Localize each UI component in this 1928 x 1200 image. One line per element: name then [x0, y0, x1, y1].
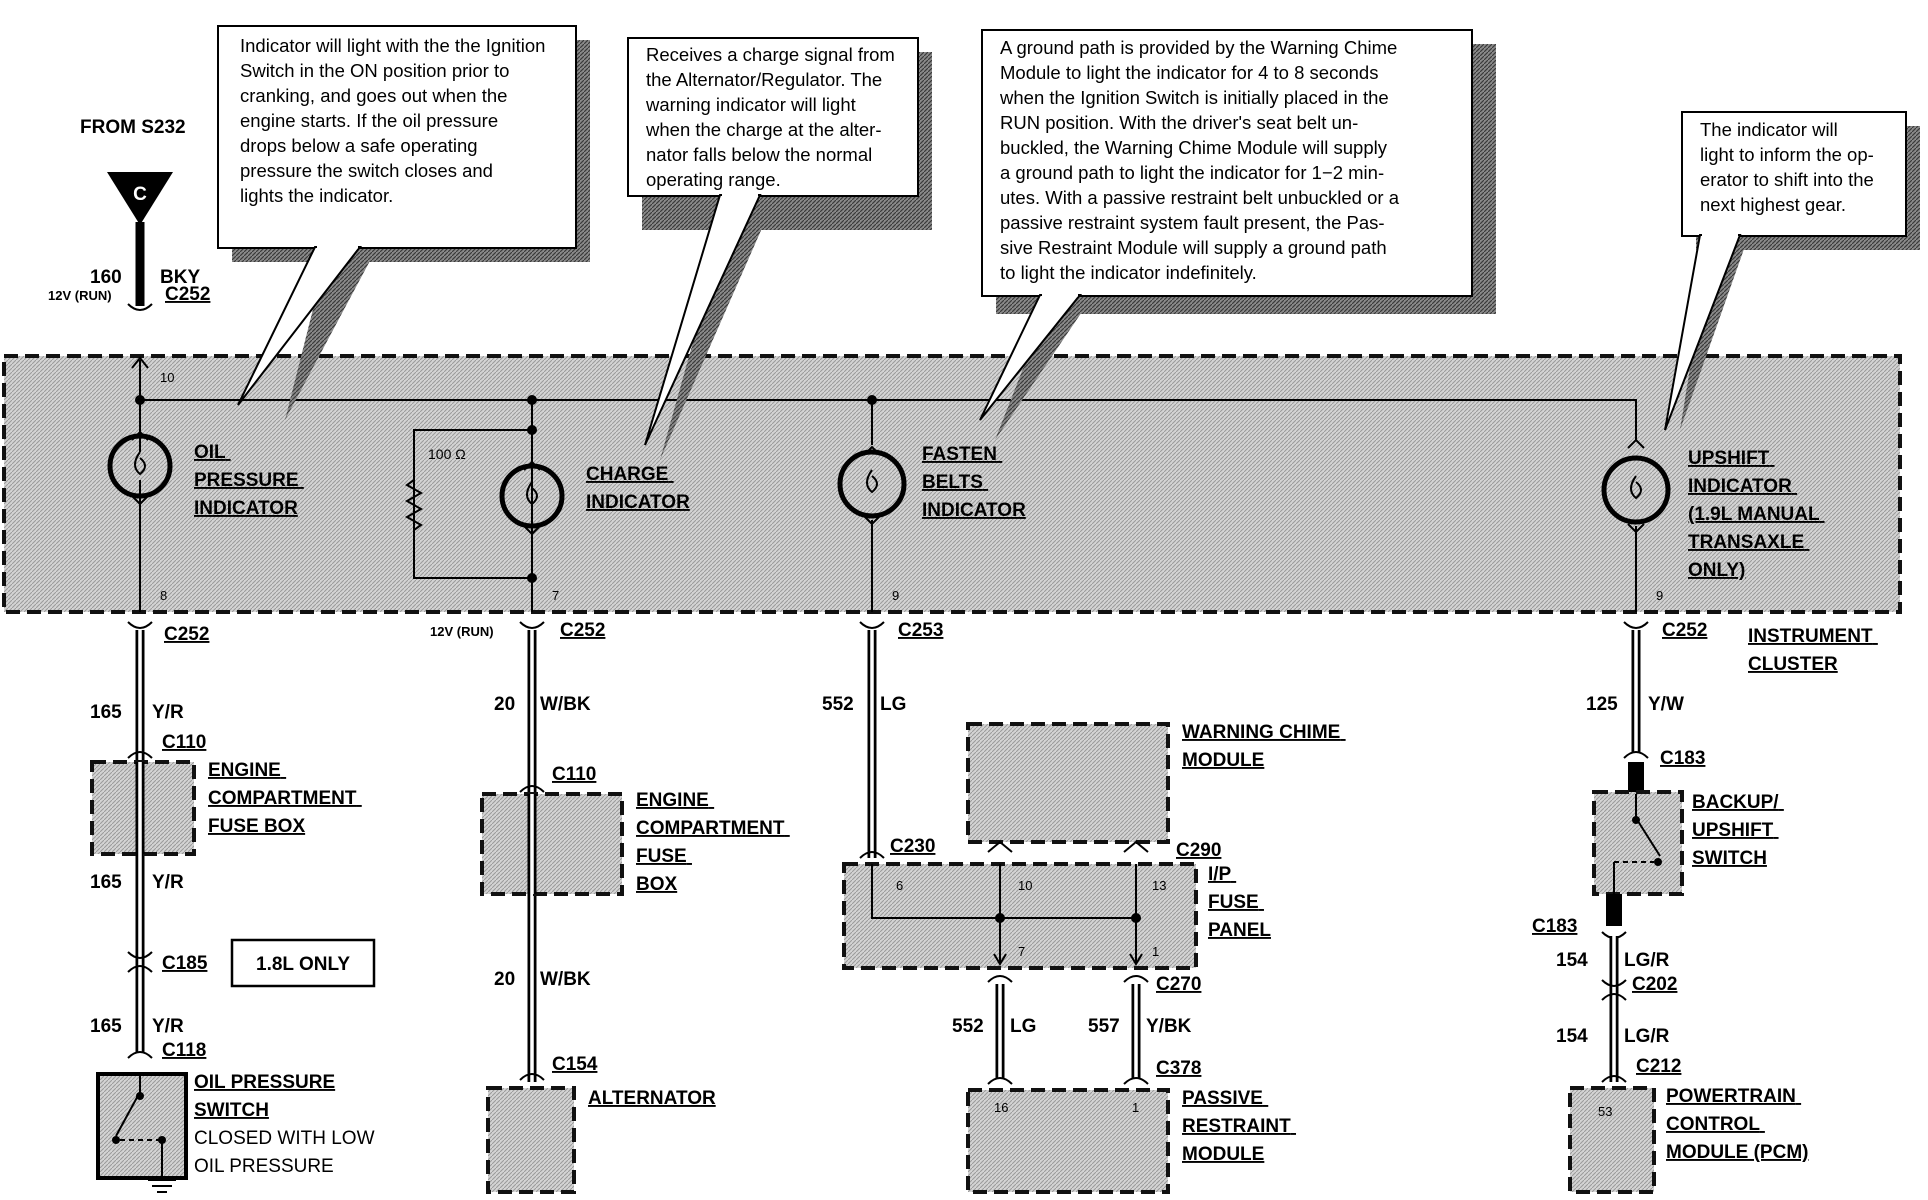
upshift-c202: C202	[1632, 974, 1677, 995]
upshift-c183-b: C183	[1532, 916, 1577, 937]
callout-upshift: The indicator will light to inform the o…	[1664, 111, 1920, 431]
splice-c-letter: C	[133, 184, 147, 205]
source-circuit-color: BKY	[160, 267, 200, 288]
belts-indicator-pin: 9	[892, 588, 899, 603]
ip-fuse-panel-label: I/P FUSE PANEL	[1208, 864, 1271, 941]
charge-fusebox	[480, 792, 624, 896]
charge-c252: C252	[560, 620, 605, 641]
charge-indicator-label: CHARGE INDICATOR	[586, 464, 690, 513]
belts-wire3-color: Y/BK	[1146, 1016, 1192, 1037]
upshift-indicator-pin: 9	[1656, 588, 1663, 603]
oil-wire1-color: Y/R	[152, 702, 184, 723]
source-connector: C252	[165, 284, 210, 305]
oil-pressure-indicator-label: OIL PRESSURE INDICATOR	[194, 442, 304, 519]
belts-c253: C253	[898, 620, 943, 641]
charge-resistor-label: 100 Ω	[428, 446, 466, 462]
charge-wire2-number: 20	[494, 969, 515, 990]
oil-c252: C252	[164, 624, 209, 645]
upshift-indicator-label: UPSHIFT INDICATOR (1.9L MANUAL TRANSAXLE…	[1688, 448, 1825, 581]
oil-c110: C110	[162, 732, 206, 753]
upshift-c183-a: C183	[1660, 748, 1705, 769]
belts-c378: C378	[1156, 1058, 1201, 1079]
backup-upshift-switch-label: BACKUP/ UPSHIFT SWITCH	[1692, 792, 1784, 869]
passive-restraint-module	[966, 1088, 1170, 1194]
source-circuit-number: 160	[90, 267, 122, 288]
charge-fusebox-label: ENGINE COMPARTMENT FUSE BOX	[636, 790, 790, 895]
callout-upshift-text: The indicator will light to inform the o…	[1700, 119, 1879, 215]
ip-pin-7: 7	[1018, 944, 1025, 959]
oil-c185: C185	[162, 953, 208, 974]
oil-pressure-switch-label: OIL PRESSURE SWITCH CLOSED WITH LOW OIL …	[194, 1072, 380, 1177]
upshift-wire3-number: 154	[1556, 1026, 1588, 1047]
upshift-wire2-color: LG/R	[1624, 950, 1670, 971]
instrument-cluster-label: INSTRUMENT CLUSTER	[1748, 626, 1878, 675]
source-voltage: 12V (RUN)	[48, 288, 112, 303]
warning-chime-label: WARNING CHIME MODULE	[1182, 722, 1346, 771]
backup-upshift-switch	[1592, 790, 1684, 896]
prm-pin-1: 1	[1132, 1100, 1139, 1115]
belts-wire2-color: LG	[1010, 1016, 1036, 1037]
upshift-wire1-color: Y/W	[1648, 694, 1684, 715]
instrument-cluster-box	[2, 354, 1902, 614]
belts-wire2-number: 552	[952, 1016, 984, 1037]
warning-chime-module	[966, 722, 1170, 844]
oil-wire1-number: 165	[90, 702, 122, 723]
oil-c118: C118	[162, 1040, 206, 1061]
callout-charge-text: Receives a charge signal from the Altern…	[645, 44, 900, 190]
fasten-belts-indicator-label: FASTEN BELTS INDICATOR	[922, 444, 1026, 521]
from-s232-label: FROM S232	[80, 117, 186, 138]
charge-wire1-number: 20	[494, 694, 515, 715]
charge-indicator-pin: 7	[552, 588, 559, 603]
splice-c-symbol	[107, 172, 173, 225]
ip-pin-13: 13	[1152, 878, 1166, 893]
belts-wire3-number: 557	[1088, 1016, 1120, 1037]
upshift-c212: C212	[1636, 1056, 1681, 1077]
belts-c270: C270	[1156, 974, 1201, 995]
ip-pin-10: 10	[1018, 878, 1032, 893]
fasten-belts-lamp	[837, 445, 907, 526]
oil-pressure-switch-box	[96, 1072, 188, 1180]
pcm-box	[1568, 1086, 1656, 1194]
oil-fusebox-label: ENGINE COMPARTMENT FUSE BOX	[208, 760, 362, 837]
callout-oil-text: Indicator will light with the the Igniti…	[240, 35, 551, 206]
oil-note: 1.8L ONLY	[256, 954, 350, 975]
upshift-c252: C252	[1662, 620, 1707, 641]
pcm-pin-53: 53	[1598, 1104, 1612, 1119]
oil-wire3-number: 165	[90, 1016, 122, 1037]
belts-c230: C230	[890, 836, 935, 857]
upshift-wire3-color: LG/R	[1624, 1026, 1670, 1047]
upshift-wire2-number: 154	[1556, 950, 1588, 971]
alternator-box	[486, 1086, 576, 1194]
source-pin: 10	[160, 370, 174, 385]
charge-wire1-color: W/BK	[540, 694, 591, 715]
callout-belts: A ground path is provided by the Warning…	[979, 29, 1496, 440]
oil-wire3-color: Y/R	[152, 1016, 184, 1037]
callout-belts-text: A ground path is provided by the Warning…	[999, 37, 1404, 283]
ip-pin-6: 6	[896, 878, 903, 893]
ip-pin-1: 1	[1152, 944, 1159, 959]
charge-c154: C154	[552, 1054, 598, 1075]
pcm-label: POWERTRAIN CONTROL MODULE (PCM)	[1666, 1086, 1808, 1163]
oil-note-box	[230, 938, 376, 988]
belts-wire1-number: 552	[822, 694, 854, 715]
callout-charge: Receives a charge signal from the Altern…	[627, 37, 932, 460]
passive-restraint-label: PASSIVE RESTRAINT MODULE	[1182, 1088, 1296, 1165]
belts-wire1-color: LG	[880, 694, 906, 715]
belts-c290: C290	[1176, 840, 1221, 861]
prm-pin-16: 16	[994, 1100, 1008, 1115]
alternator-label: ALTERNATOR	[588, 1088, 716, 1109]
upshift-wire1-number: 125	[1586, 694, 1618, 715]
charge-c110: C110	[552, 764, 596, 785]
oil-wire2-number: 165	[90, 872, 122, 893]
callout-oil: Indicator will light with the the Igniti…	[217, 25, 590, 420]
ground-icon	[148, 1179, 176, 1193]
oil-wire2-color: Y/R	[152, 872, 184, 893]
charge-voltage: 12V (RUN)	[430, 624, 494, 639]
oil-indicator-pin: 8	[160, 588, 167, 603]
charge-wire2-color: W/BK	[540, 969, 591, 990]
resistor-symbol	[404, 460, 424, 550]
